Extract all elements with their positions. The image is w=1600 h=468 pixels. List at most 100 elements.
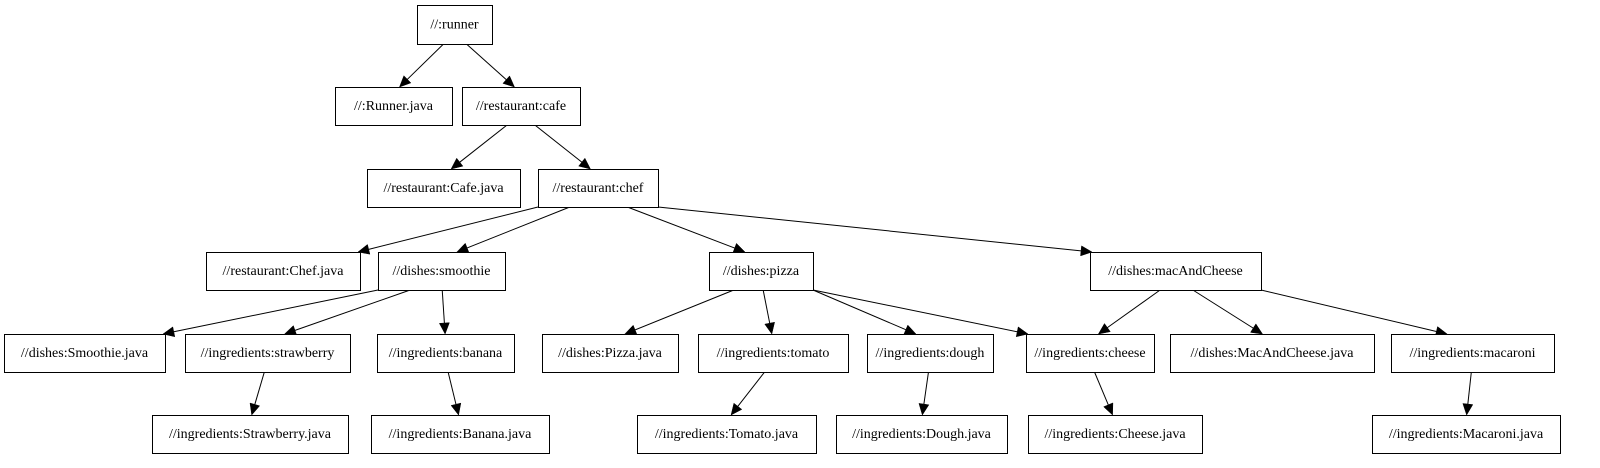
arrowhead-icon [1103,402,1114,416]
edge-chef-to-chef_java [368,206,539,250]
node-label: //ingredients:Tomato.java [655,427,799,442]
graph-node-smoothie[interactable]: //dishes:smoothie [378,252,506,291]
node-label: //ingredients:Cheese.java [1044,427,1186,442]
node-label: //ingredients:Banana.java [389,427,532,442]
graph-node-macandcheese[interactable]: //dishes:macAndCheese [1090,252,1262,291]
arrowhead-icon [730,402,743,416]
graph-node-pizza_java[interactable]: //dishes:Pizza.java [542,334,679,373]
arrowhead-icon [357,244,371,255]
graph-node-pizza[interactable]: //dishes:pizza [709,252,814,291]
edge-smoothie-to-smoothie_java [173,289,379,333]
edge-cafe-to-cafe_java [459,124,508,163]
graph-node-banana_java[interactable]: //ingredients:Banana.java [371,415,550,454]
arrowhead-icon [1015,326,1029,338]
edge-runner-to-cafe [466,43,507,81]
graph-node-tomato_java[interactable]: //ingredients:Tomato.java [637,415,817,454]
edge-smoothie-to-banana [441,289,445,324]
graph-node-macaroni[interactable]: //ingredients:macaroni [1391,334,1555,373]
node-box [4,334,166,373]
edge-strawberry-to-strawberry_java [254,371,265,405]
edge-chef-to-smoothie [466,206,571,249]
node-label: //ingredients:tomato [717,346,830,361]
graph-node-cheese[interactable]: //ingredients:cheese [1026,334,1155,373]
node-label: //ingredients:Strawberry.java [169,427,332,442]
arrowhead-icon [1080,245,1093,257]
graph-node-banana[interactable]: //ingredients:banana [377,334,515,373]
node-box [417,5,493,45]
node-label: //dishes:MacAndCheese.java [1191,346,1355,361]
graph-node-strawberry[interactable]: //ingredients:strawberry [185,334,351,373]
graph-node-macandcheese_java[interactable]: //dishes:MacAndCheese.java [1170,334,1375,373]
node-label: //ingredients:Macaroni.java [1389,427,1544,442]
node-box [1028,415,1203,454]
node-label: //ingredients:banana [389,346,503,361]
node-label: //restaurant:Cafe.java [383,181,504,196]
graph-node-dough_java[interactable]: //ingredients:Dough.java [836,415,1008,454]
node-box [1026,334,1155,373]
edge-layer [162,43,1474,416]
node-label: //ingredients:Dough.java [852,427,992,442]
arrowhead-icon [903,324,917,335]
node-box [709,252,814,291]
node-label: //restaurant:Chef.java [223,264,345,279]
edge-pizza-to-cheese [812,289,1018,333]
graph-node-cafe[interactable]: //restaurant:cafe [462,87,581,126]
arrowhead-icon [502,75,515,88]
graph-node-chef[interactable]: //restaurant:chef [538,169,659,208]
edge-cafe-to-chef [534,124,583,163]
node-label: //dishes:Smoothie.java [21,346,149,361]
graph-node-dough[interactable]: //ingredients:dough [867,334,994,373]
graph-node-cafe_java[interactable]: //restaurant:Cafe.java [367,169,521,208]
arrowhead-icon [456,242,470,253]
graph-node-strawberry_java[interactable]: //ingredients:Strawberry.java [152,415,349,454]
node-label: //ingredients:cheese [1034,346,1145,361]
arrowhead-icon [450,157,464,170]
node-box [1090,252,1262,291]
graph-node-chef_java[interactable]: //restaurant:Chef.java [206,252,361,291]
node-label: //restaurant:cafe [476,99,566,114]
node-label: //dishes:smoothie [393,264,491,279]
arrowhead-icon [1250,323,1264,335]
node-label: //ingredients:strawberry [201,346,335,361]
node-box [867,334,994,373]
graph-node-tomato[interactable]: //ingredients:tomato [698,334,849,373]
arrowhead-icon [450,402,462,416]
node-label: //:Runner.java [354,99,434,114]
graph-node-cheese_java[interactable]: //ingredients:Cheese.java [1028,415,1203,454]
node-label: //ingredients:macaroni [1410,346,1536,361]
arrowhead-icon [1462,403,1474,416]
edge-dough-to-dough_java [923,371,929,405]
arrowhead-icon [399,75,412,88]
node-label: //dishes:Pizza.java [558,346,663,361]
node-box [371,415,550,454]
edge-runner-to-runner_java [407,43,444,80]
graph-node-macaroni_java[interactable]: //ingredients:Macaroni.java [1372,415,1561,454]
node-label: //restaurant:chef [553,181,644,196]
edge-macandcheese-to-macaroni [1260,289,1437,332]
edge-macandcheese-to-cheese [1107,289,1161,329]
node-box [377,334,515,373]
edge-chef-to-pizza [627,206,735,249]
node-box [185,334,351,373]
arrowhead-icon [764,321,775,335]
arrowhead-icon [624,324,638,335]
arrowhead-icon [578,157,591,170]
node-box [698,334,849,373]
edge-tomato-to-tomato_java [737,371,766,407]
graph-node-runner_java[interactable]: //:Runner.java [335,87,453,126]
edge-pizza-to-pizza_java [634,289,735,331]
node-box [538,169,659,208]
graph-node-smoothie_java[interactable]: //dishes:Smoothie.java [4,334,166,373]
arrowhead-icon [732,242,746,254]
graph-node-runner[interactable]: //:runner [417,5,493,45]
node-box [1391,334,1555,373]
edge-smoothie-to-strawberry [294,289,411,331]
edge-cheese-to-cheese_java [1094,371,1109,406]
edge-pizza-to-tomato [762,289,771,324]
node-box [335,87,453,126]
node-label: //dishes:pizza [723,264,800,279]
node-label: //dishes:macAndCheese [1108,264,1243,279]
node-box [378,252,506,291]
